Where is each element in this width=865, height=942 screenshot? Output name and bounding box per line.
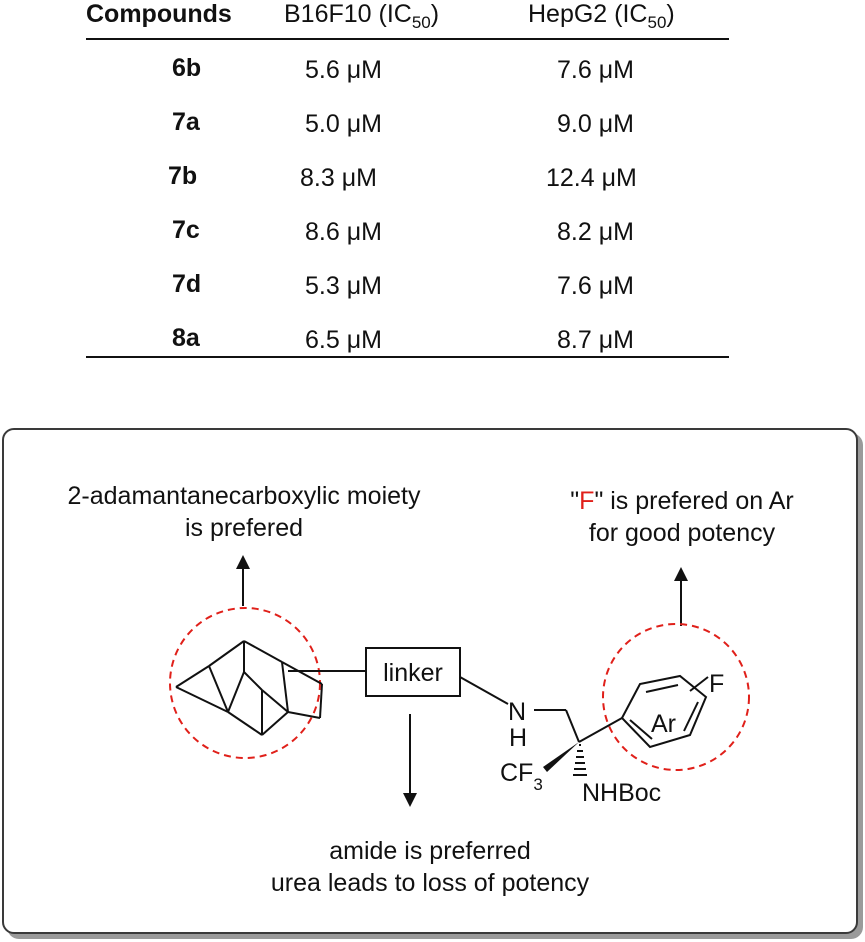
compound-id: 7b xyxy=(168,162,198,190)
header-compounds: Compounds xyxy=(86,0,232,28)
table-top-rule xyxy=(86,38,729,40)
hepg2-value: 12.4 μM xyxy=(546,164,637,192)
cf3-wedge-bond xyxy=(543,742,579,772)
adamantane-highlight-circle xyxy=(169,607,321,759)
hepg2-value: 8.7 μM xyxy=(557,326,634,354)
amine-nitrogen: N xyxy=(508,698,526,726)
linker-label: linker xyxy=(383,659,443,687)
compound-id: 8a xyxy=(172,324,200,352)
b16f10-value: 5.3 μM xyxy=(305,272,382,300)
b16f10-value: 5.6 μM xyxy=(305,56,382,84)
trifluoromethyl-group: CF3 xyxy=(500,759,543,794)
ch2-quaternary-bond xyxy=(565,709,580,743)
header-b16f10: B16F10 (IC50) xyxy=(284,0,440,32)
fluoro-bond xyxy=(689,676,709,692)
fluoro-highlight: F xyxy=(579,487,595,515)
table-bottom-rule xyxy=(86,356,729,358)
aryl-ring xyxy=(620,674,708,749)
adamantane-note: 2-adamantanecarboxylic moiety is prefere… xyxy=(67,482,421,542)
hepg2-value: 7.6 μM xyxy=(557,272,634,300)
compound-id: 7d xyxy=(172,270,202,298)
quaternary-aryl-bond xyxy=(578,717,623,743)
aryl-label: Ar xyxy=(651,710,676,738)
header-hepg2: HepG2 (IC50) xyxy=(528,0,675,32)
adamantane-structure xyxy=(175,640,323,736)
linker-nitrogen-bond xyxy=(459,676,509,705)
amide-note: amide is preferred urea leads to loss of… xyxy=(270,837,590,897)
nhboc-group: NHBoc xyxy=(582,779,661,807)
hepg2-value: 7.6 μM xyxy=(557,56,634,84)
amine-hydrogen: H xyxy=(509,724,527,752)
compound-id: 7c xyxy=(172,216,200,244)
compound-id: 6b xyxy=(172,54,202,82)
nhboc-hashed-bond xyxy=(573,744,587,776)
fluoro-substituent: F xyxy=(709,670,724,698)
b16f10-value: 8.6 μM xyxy=(305,218,382,246)
linker-box xyxy=(365,647,461,697)
b16f10-value: 8.3 μM xyxy=(300,164,377,192)
fluoro-note: "F" is prefered on Ar for good potency xyxy=(570,487,794,547)
b16f10-value: 6.5 μM xyxy=(305,326,382,354)
b16f10-value: 5.0 μM xyxy=(305,110,382,138)
hepg2-value: 9.0 μM xyxy=(557,110,634,138)
hepg2-value: 8.2 μM xyxy=(557,218,634,246)
compound-id: 7a xyxy=(172,108,200,136)
aryl-highlight-circle xyxy=(602,623,750,771)
